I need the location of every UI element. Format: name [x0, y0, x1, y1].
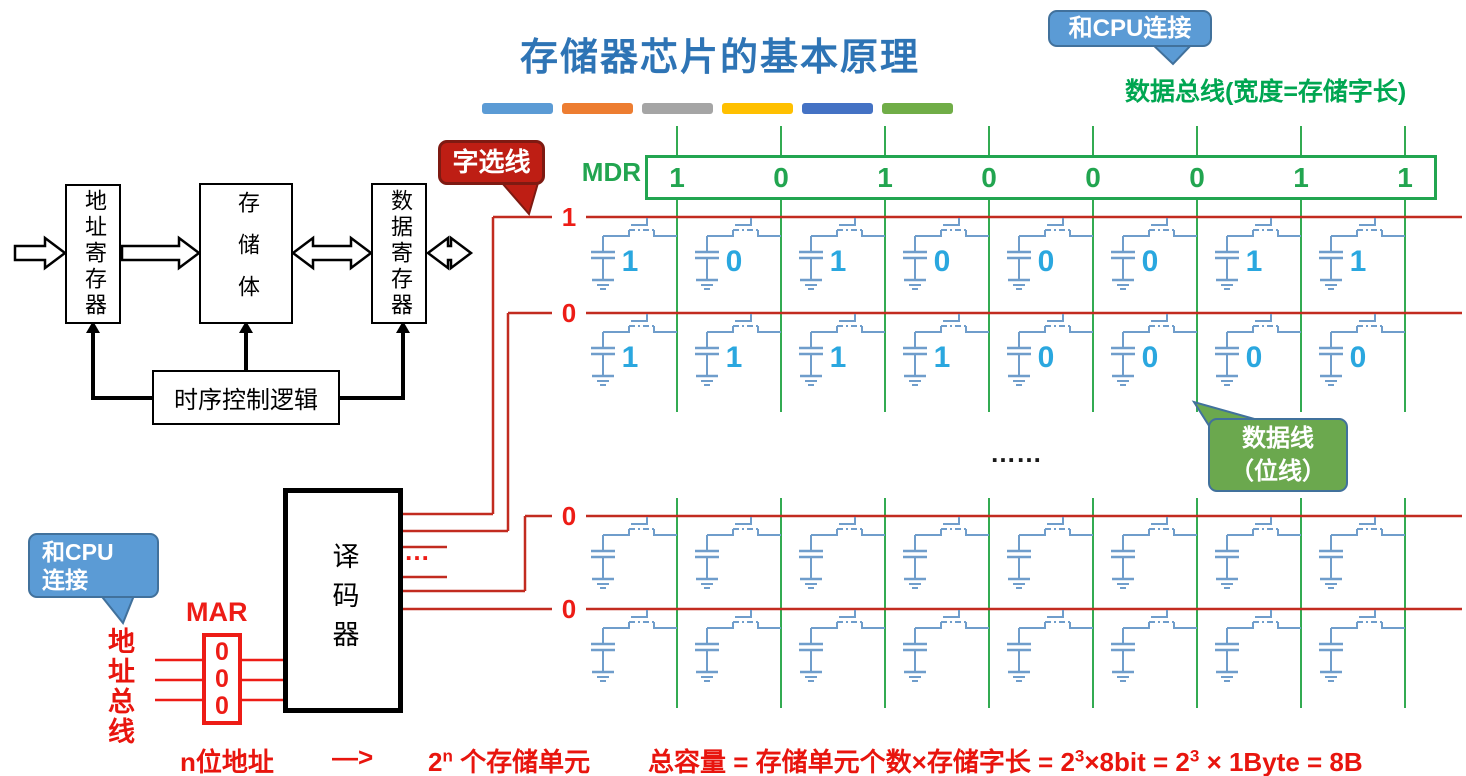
memory-body-box: 存储体 — [199, 183, 293, 324]
mar-bit: 0 — [215, 691, 229, 720]
formula-n-bit-address: n位地址 — [180, 747, 274, 776]
mar-bit: 0 — [215, 664, 229, 693]
mdr-bit: 1 — [1293, 162, 1309, 193]
cell-bit: 0 — [1038, 341, 1055, 374]
exponent-n: n — [442, 746, 453, 766]
bit-line-callout: 数据线 （位线） — [1208, 418, 1348, 492]
bit-line-callout-line1: 数据线 — [1242, 425, 1314, 452]
cell-bit: 1 — [726, 341, 743, 374]
word-select-line-callout: 字选线 — [438, 140, 545, 185]
mar-bit: 0 — [215, 637, 229, 666]
memory-body-label: 存储体 — [234, 190, 259, 317]
cell-bit: 0 — [1142, 341, 1159, 374]
data-register-label: 数据寄存器 — [387, 188, 412, 319]
mdr-bit: 0 — [981, 162, 997, 193]
accent-bar — [562, 103, 633, 114]
cell-bit: 1 — [934, 341, 951, 374]
cpu-connect-callout-top: 和CPU连接 — [1048, 10, 1212, 47]
mdr-register-box — [645, 155, 1437, 200]
cpu-connect-callout-top-label: 和CPU连接 — [1068, 15, 1192, 42]
exponent-3a: 3 — [1074, 746, 1085, 766]
accent-bars — [482, 103, 962, 121]
bit-line-callout-line2: （位线） — [1230, 458, 1326, 485]
cell-bit: 0 — [934, 245, 951, 278]
accent-bar — [642, 103, 713, 114]
cpu-connect-left-line1: 和CPU — [42, 539, 114, 565]
array-ellipsis: …… — [990, 438, 1042, 468]
cell-bit: 1 — [1350, 245, 1367, 278]
mdr-bit: 0 — [1189, 162, 1205, 193]
mdr-bit: 1 — [877, 162, 893, 193]
decoder-output-ellipsis: … — [404, 536, 430, 566]
cell-bit: 1 — [622, 341, 639, 374]
decoder-label: 译码器 — [327, 542, 359, 659]
data-register-box: 数据寄存器 — [371, 183, 427, 324]
mdr-bit: 0 — [773, 162, 789, 193]
mar-register-label: MAR — [186, 597, 248, 627]
mdr-register-label: MDR — [581, 157, 641, 187]
accent-bar — [722, 103, 793, 114]
address-register-box: 地址寄存器 — [65, 184, 121, 324]
cell-bit: 0 — [1246, 341, 1263, 374]
mdr-bit: 1 — [669, 162, 685, 193]
mdr-bit: 0 — [1085, 162, 1101, 193]
timing-control-logic-box: 时序控制逻辑 — [152, 370, 340, 425]
cell-bit: 0 — [726, 245, 743, 278]
mdr-bit: 1 — [1397, 162, 1413, 193]
word-line-label: 0 — [561, 298, 577, 328]
formula-total-capacity: 总容量 = 存储单元个数×存储字长 = 23×8bit = 23 × 1Byte… — [648, 746, 1363, 776]
accent-bar — [882, 103, 953, 114]
data-bus-label: 数据总线(宽度=存储字长) — [1125, 78, 1407, 106]
timing-control-logic-label: 时序控制逻辑 — [174, 386, 318, 414]
formula-arrow: —> — [332, 742, 374, 772]
word-line-label: 1 — [561, 202, 577, 232]
address-register-label: 地址寄存器 — [81, 189, 106, 319]
accent-bar — [482, 103, 553, 114]
cell-bit: 0 — [1350, 341, 1367, 374]
word-line-label: 0 — [561, 501, 577, 531]
cpu-connect-callout-left: 和CPU 连接 — [28, 533, 159, 598]
cell-bit: 1 — [622, 245, 639, 278]
address-bus-label: 地址总线 — [104, 627, 134, 747]
cell-bit: 1 — [1246, 245, 1263, 278]
cell-bit: 0 — [1038, 245, 1055, 278]
decoder-box: 译码器 — [283, 488, 403, 713]
exponent-3b: 3 — [1189, 746, 1200, 766]
page-title: 存储器芯片的基本原理 — [519, 34, 920, 79]
formula-storage-units: 2n 个存储单元 — [428, 746, 591, 776]
accent-bar — [802, 103, 873, 114]
cpu-connect-left-line2: 连接 — [42, 567, 88, 593]
cell-bit: 1 — [830, 341, 847, 374]
cell-bit: 1 — [830, 245, 847, 278]
word-line-label: 0 — [561, 594, 577, 624]
cell-bit: 0 — [1142, 245, 1159, 278]
